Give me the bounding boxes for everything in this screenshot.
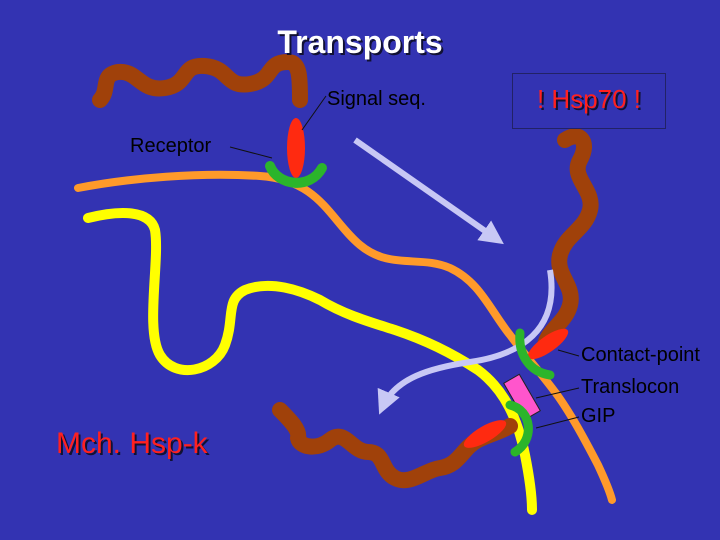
- receptor-label: Receptor: [130, 135, 212, 157]
- inner-membrane: [83, 208, 537, 515]
- mch-hsp-label: Mch. Hsp-k: [56, 427, 208, 460]
- signal-sequence: [287, 118, 305, 178]
- slide-title: Transports: [277, 24, 443, 60]
- gip-label: GIP: [581, 405, 616, 427]
- signal-seq-label: Signal seq.: [327, 88, 426, 110]
- translocon-label: Translocon: [581, 376, 680, 398]
- protein-chain-top: [92, 54, 308, 108]
- signal-sequence-contact: [527, 328, 569, 360]
- leader-receptor: [229, 146, 273, 159]
- leader-signal: [301, 95, 327, 131]
- hsp70-box: [512, 73, 666, 129]
- import-arrow-down: [353, 137, 504, 245]
- receptor: [265, 161, 327, 188]
- protein-chain-right: [537, 128, 599, 353]
- outer-membrane: [74, 170, 616, 504]
- leader-translocon: [535, 387, 580, 399]
- leader-gip: [535, 416, 580, 429]
- hsp70-label: ! Hsp70 !: [536, 84, 642, 114]
- translocon: [503, 373, 541, 421]
- contact-point-label: Contact-point: [581, 344, 700, 366]
- signal-sequence-gip: [463, 420, 507, 448]
- import-arrow-curve: [377, 269, 555, 415]
- receptor-contact: [515, 328, 555, 380]
- receptor-gip: [505, 400, 533, 457]
- leader-contact: [557, 349, 580, 357]
